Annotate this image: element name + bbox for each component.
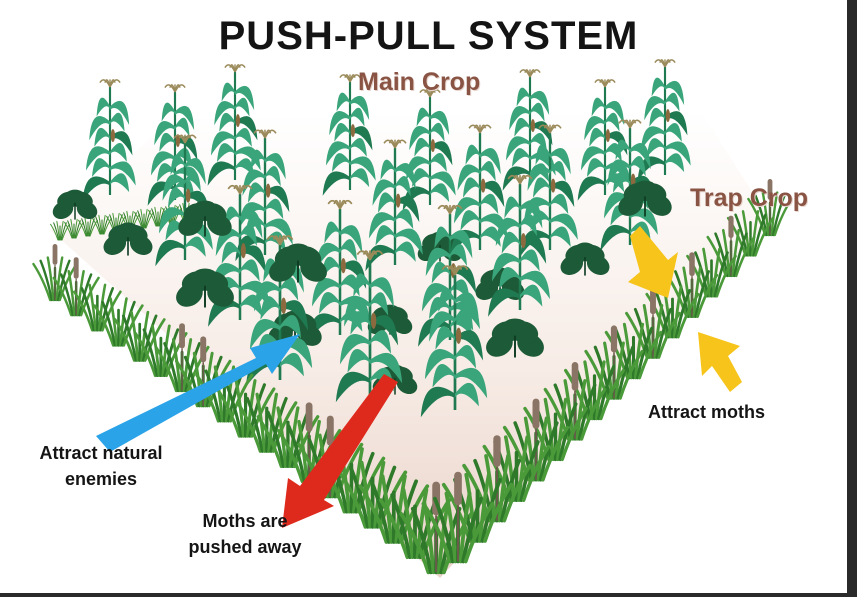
yellow-arrow-bottom — [698, 332, 742, 392]
napier-grass-icon — [134, 208, 154, 229]
diagram-title: PUSH-PULL SYSTEM — [218, 14, 639, 58]
desmodium-plant-icon — [486, 318, 544, 358]
yellow-arrow-top — [628, 226, 678, 298]
arrows — [96, 226, 742, 528]
desmodium-plant-icon — [178, 200, 232, 237]
maize-plant-icon — [520, 124, 578, 257]
maize-plant-icon — [335, 250, 403, 403]
image-border-bottom — [0, 593, 857, 597]
napier-grass-icon — [92, 214, 112, 235]
desmodium-plant-icon — [103, 222, 153, 256]
moths-pushed-away-label: Moths are pushed away — [170, 508, 320, 560]
trap-crop-label: Trap Crop — [690, 184, 809, 212]
maize-plant-icon — [488, 174, 551, 317]
napier-grass-icon — [50, 220, 70, 241]
image-border-right — [847, 0, 857, 597]
attract-natural-line1: Attract natural — [39, 443, 163, 463]
moths-pushed-line1: Moths are — [202, 511, 288, 531]
maize-plant-icon — [322, 74, 376, 196]
desmodium-plant-icon — [269, 243, 327, 283]
maize-plant-icon — [450, 124, 508, 257]
maize-plant-icon — [402, 89, 456, 211]
desmodium-plant-icon — [618, 180, 672, 217]
napier-grass-icon — [236, 392, 298, 453]
maize-plant-icon — [420, 265, 488, 418]
desmodium-plant-icon — [52, 189, 98, 220]
maize-plant-icon — [577, 79, 631, 201]
napier-grass-icon — [52, 257, 100, 317]
moths-pushed-line2: pushed away — [188, 537, 302, 557]
maize-plant-icon — [82, 79, 136, 201]
desmodium-plant-icon — [176, 268, 234, 308]
desmodium-plant-icon — [560, 242, 610, 276]
napier-grass-icon — [706, 215, 756, 278]
napier-grass-icon — [113, 310, 166, 362]
napier-grass-icon — [584, 325, 644, 400]
maize-plant-icon — [365, 139, 423, 272]
main-crop-label: Main Crop — [358, 68, 481, 96]
maize-plant-icon — [637, 59, 691, 181]
attract-natural-line2: enemies — [64, 469, 138, 489]
attract-moths-label: Attract moths — [648, 402, 766, 422]
napier-grass-icon — [421, 471, 495, 564]
napier-grass-trap-crop — [32, 179, 793, 575]
red-arrow — [282, 374, 398, 528]
napier-grass-icon — [78, 216, 98, 237]
attract-natural-enemies-label: Attract natural enemies — [18, 440, 184, 492]
maize-main-crop — [52, 59, 691, 418]
blue-arrow — [96, 334, 300, 452]
